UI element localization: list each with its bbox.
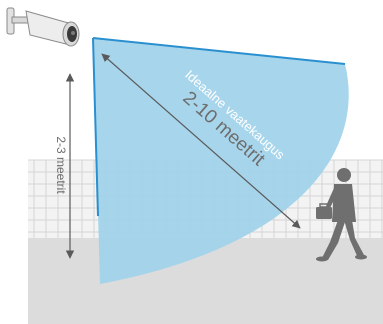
mount-height-label: 2-3 meetrit: [54, 136, 68, 194]
security-camera-icon: [7, 8, 79, 46]
